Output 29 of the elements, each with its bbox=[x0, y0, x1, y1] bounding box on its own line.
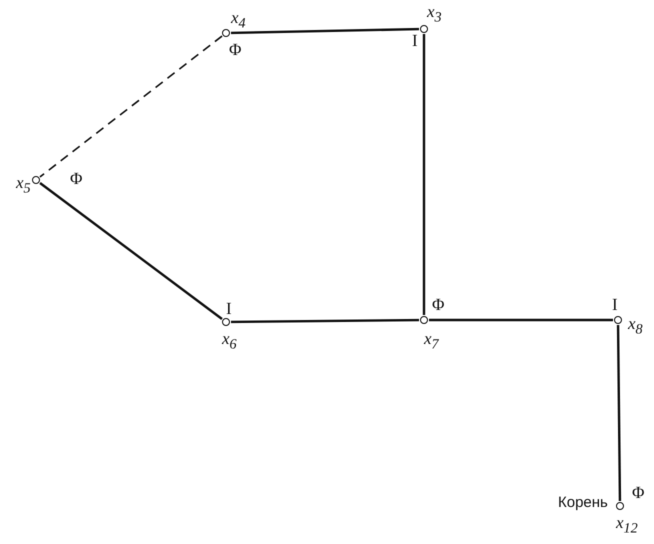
node-point bbox=[222, 318, 230, 326]
mark-label: Φ bbox=[229, 41, 242, 58]
variable-label: x$_{5}$ bbox=[16, 174, 31, 196]
mark-label: Φ bbox=[70, 170, 82, 187]
mark-label: I bbox=[412, 32, 418, 49]
variable-label: x$_{4}$ bbox=[231, 9, 246, 31]
node-point bbox=[32, 176, 40, 184]
connector-line bbox=[230, 318, 420, 324]
node-point bbox=[616, 502, 624, 510]
node-point bbox=[420, 24, 428, 32]
root-label: Корень bbox=[558, 495, 608, 510]
connector-line bbox=[39, 182, 223, 320]
variable-label: x$_{12}$ bbox=[616, 514, 638, 536]
variable-label: x$_{7}$ bbox=[424, 330, 439, 352]
connector-line bbox=[39, 35, 223, 178]
node-point bbox=[614, 316, 622, 324]
mark-label: I bbox=[226, 300, 232, 317]
mark-label: I bbox=[612, 296, 618, 313]
variable-label: x$_{8}$ bbox=[628, 315, 643, 337]
connector-line bbox=[422, 34, 426, 315]
mark-label: Φ bbox=[432, 296, 444, 313]
variable-label: x$_{3}$ bbox=[427, 3, 442, 25]
connector-line bbox=[616, 324, 622, 502]
variable-label: x$_{6}$ bbox=[222, 330, 237, 352]
connector-line bbox=[429, 318, 613, 322]
mark-label: Φ bbox=[632, 484, 644, 501]
node-point bbox=[420, 316, 428, 324]
node-point bbox=[222, 28, 230, 36]
connector-line bbox=[230, 28, 420, 34]
